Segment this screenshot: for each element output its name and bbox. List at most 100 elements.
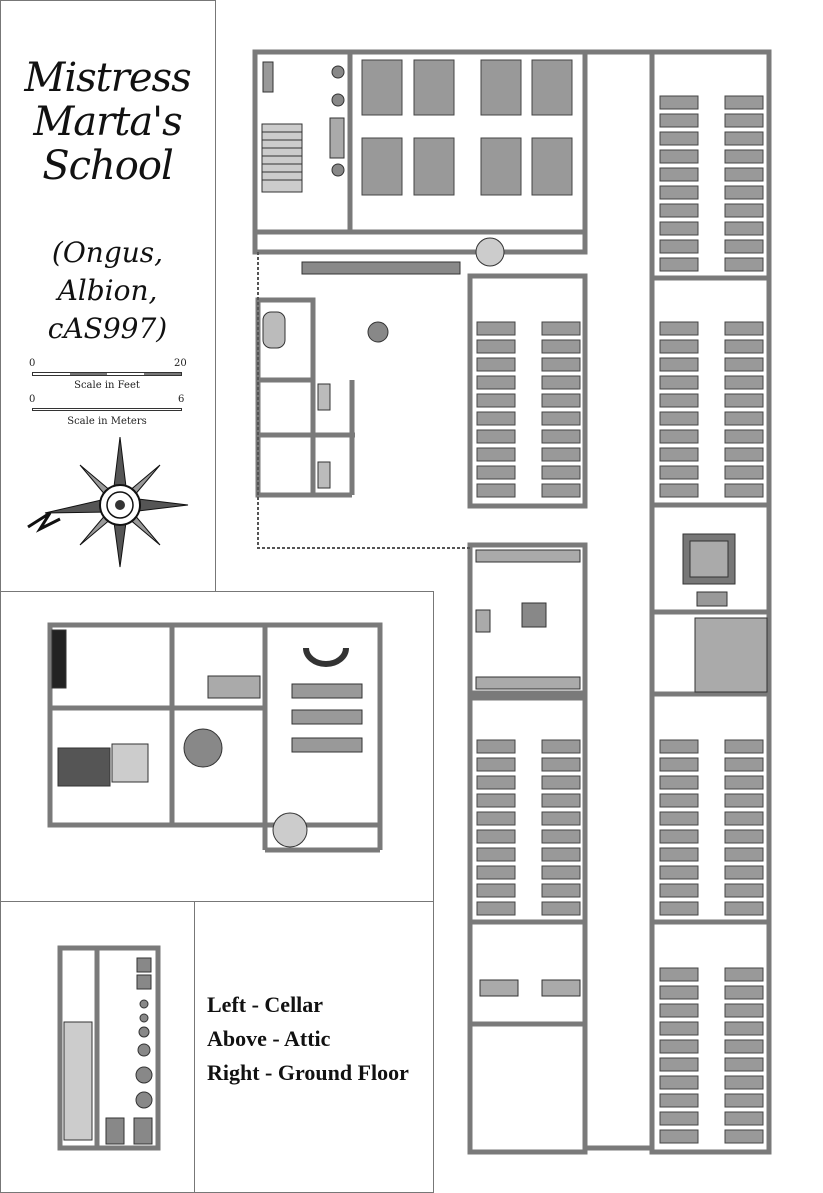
desk (476, 447, 516, 462)
desk (541, 757, 581, 772)
desk (724, 1039, 764, 1054)
desk (541, 429, 581, 444)
desk (659, 967, 699, 982)
desk (724, 1093, 764, 1108)
desk (476, 883, 516, 898)
subtitle-line-1: (Ongus, (51, 236, 164, 269)
desk (659, 1057, 699, 1072)
desk (724, 483, 764, 498)
desk (724, 221, 764, 236)
ground-floor-plan (252, 49, 772, 1155)
scale-feet-min: 0 (29, 358, 36, 369)
desk (724, 375, 764, 390)
desk (724, 429, 764, 444)
desk (724, 901, 764, 916)
common-room-table (475, 549, 581, 690)
desk (724, 829, 764, 844)
legend-attic: Above - Attic (207, 1026, 331, 1051)
desk (476, 393, 516, 408)
desk (476, 375, 516, 390)
desk (659, 1111, 699, 1126)
desk (724, 257, 764, 272)
desk (541, 865, 581, 880)
compass-rose-icon (27, 436, 189, 568)
desk (659, 257, 699, 272)
desk (659, 131, 699, 146)
desk (659, 321, 699, 336)
desk (659, 239, 699, 254)
desk (541, 375, 581, 390)
desk (476, 757, 516, 772)
desk (476, 865, 516, 880)
desk (541, 793, 581, 808)
desk (541, 847, 581, 862)
desk (659, 167, 699, 182)
desk (541, 447, 581, 462)
desk (659, 865, 699, 880)
scale-meters-bar (32, 408, 182, 411)
desk (659, 1021, 699, 1036)
desk (476, 811, 516, 826)
desk (541, 811, 581, 826)
title-line-1: Mistress (24, 55, 191, 101)
desk (541, 739, 581, 754)
desk (724, 1003, 764, 1018)
desk (659, 811, 699, 826)
desk (724, 185, 764, 200)
desk (724, 985, 764, 1000)
scale-feet-bar (32, 372, 182, 376)
desk (659, 757, 699, 772)
cellar-contents (63, 957, 153, 1145)
desk (659, 113, 699, 128)
desk (659, 985, 699, 1000)
desk (541, 901, 581, 916)
desk (724, 95, 764, 110)
map-subtitle: (Ongus, Albion, cAS997) (0, 234, 215, 348)
desk (724, 1129, 764, 1144)
desk (659, 185, 699, 200)
scale-feet-max: 20 (174, 358, 187, 369)
desk (659, 203, 699, 218)
desk (659, 793, 699, 808)
map-title: Mistress Marta's School (0, 56, 215, 188)
desk (724, 865, 764, 880)
legend-panel (194, 901, 434, 1193)
desk (659, 411, 699, 426)
kitchen-stairs (261, 123, 303, 193)
lounge-furniture (682, 533, 736, 607)
desk (724, 239, 764, 254)
desk (724, 1075, 764, 1090)
desk (724, 1111, 764, 1126)
cellar-hatch (301, 237, 505, 275)
desk (659, 829, 699, 844)
desk (541, 465, 581, 480)
desk (724, 357, 764, 372)
desk (659, 447, 699, 462)
desk (659, 1093, 699, 1108)
desk (724, 203, 764, 218)
desk (659, 775, 699, 790)
infirmary-cots (479, 979, 581, 997)
cellar-plan (57, 945, 161, 1151)
desk (476, 775, 516, 790)
desk (541, 775, 581, 790)
desk (659, 483, 699, 498)
desk (724, 739, 764, 754)
desk (476, 339, 516, 354)
subtitle-line-3: cAS997) (47, 312, 168, 345)
title-line-2: Marta's (33, 99, 182, 145)
desk (659, 95, 699, 110)
desk (724, 321, 764, 336)
scale-meters-caption: Scale in Meters (67, 416, 147, 427)
desk (659, 739, 699, 754)
scale-meters-max: 6 (178, 394, 185, 405)
desk (659, 1129, 699, 1144)
desk (659, 1075, 699, 1090)
desk (659, 149, 699, 164)
desk (476, 739, 516, 754)
desk (659, 357, 699, 372)
desk (659, 221, 699, 236)
scale-feet-caption: Scale in Feet (74, 380, 140, 391)
desk (476, 357, 516, 372)
